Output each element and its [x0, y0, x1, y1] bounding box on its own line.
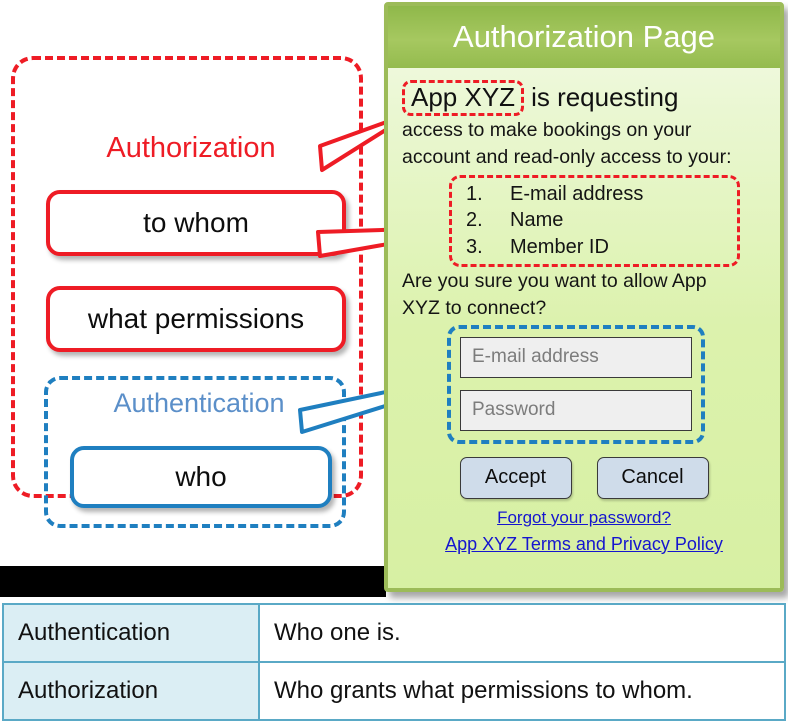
- authorization-page-body: App XYZ is requesting access to make boo…: [388, 68, 780, 555]
- description-line-1: access to make bookings on your: [402, 119, 692, 142]
- permission-item: 3. Member ID: [466, 234, 737, 261]
- callout-what-permissions: what permissions: [46, 286, 346, 352]
- permission-item: 2. Name: [466, 207, 737, 234]
- definition-term: Authorization: [2, 661, 260, 721]
- accept-button[interactable]: Accept: [459, 456, 572, 499]
- password-input[interactable]: Password: [460, 389, 692, 431]
- permissions-highlight-box: 1. E-mail address 2. Name 3. Member ID: [449, 174, 740, 268]
- permissions-list: 1. E-mail address 2. Name 3. Member ID: [452, 181, 737, 261]
- permission-item: 1. E-mail address: [466, 181, 737, 208]
- terms-and-privacy-link[interactable]: App XYZ Terms and Privacy Policy: [445, 533, 723, 554]
- definition-term: Authentication: [2, 603, 260, 663]
- permission-number: 3.: [466, 235, 483, 258]
- permission-number: 2.: [466, 209, 483, 232]
- authorization-group-label: Authorization: [106, 132, 276, 164]
- forgot-password-link[interactable]: Forgot your password?: [497, 507, 671, 527]
- authorization-concept-group: Authorization to whom what permissions A…: [11, 56, 363, 528]
- definition-table: Authentication Who one is. Authorization…: [2, 603, 786, 721]
- permission-label: E-mail address: [510, 182, 644, 205]
- callout-who: who: [70, 446, 332, 508]
- credentials-highlight-box: E-mail address Password: [447, 324, 705, 444]
- table-row: Authentication Who one is.: [2, 603, 786, 663]
- black-divider-bar: [0, 566, 386, 597]
- requesting-text: is requesting: [531, 82, 679, 112]
- confirm-line-1: Are you sure you want to allow App: [402, 270, 707, 293]
- action-button-row: Accept Cancel: [402, 456, 766, 499]
- authorization-page-mock: Authorization Page App XYZ is requesting…: [384, 2, 784, 592]
- callout-to-whom: to whom: [46, 190, 346, 256]
- authentication-group-label: Authentication: [113, 388, 285, 418]
- page-title: Authorization Page: [388, 6, 780, 68]
- permission-label: Name: [510, 209, 564, 232]
- requesting-headline: App XYZ is requesting: [402, 80, 766, 117]
- app-name-highlight: App XYZ: [402, 80, 525, 117]
- description-line-2: account and read-only access to your:: [402, 145, 732, 168]
- table-row: Authorization Who grants what permission…: [2, 661, 786, 721]
- cancel-button[interactable]: Cancel: [596, 456, 709, 499]
- definition-meaning: Who one is.: [258, 603, 786, 663]
- permission-number: 1.: [466, 182, 483, 205]
- confirm-line-2: XYZ to connect?: [402, 296, 547, 319]
- definition-meaning: Who grants what permissions to whom.: [258, 661, 786, 721]
- authentication-concept-group: Authentication: [44, 376, 346, 528]
- permission-label: Member ID: [510, 235, 609, 258]
- email-input[interactable]: E-mail address: [460, 336, 692, 378]
